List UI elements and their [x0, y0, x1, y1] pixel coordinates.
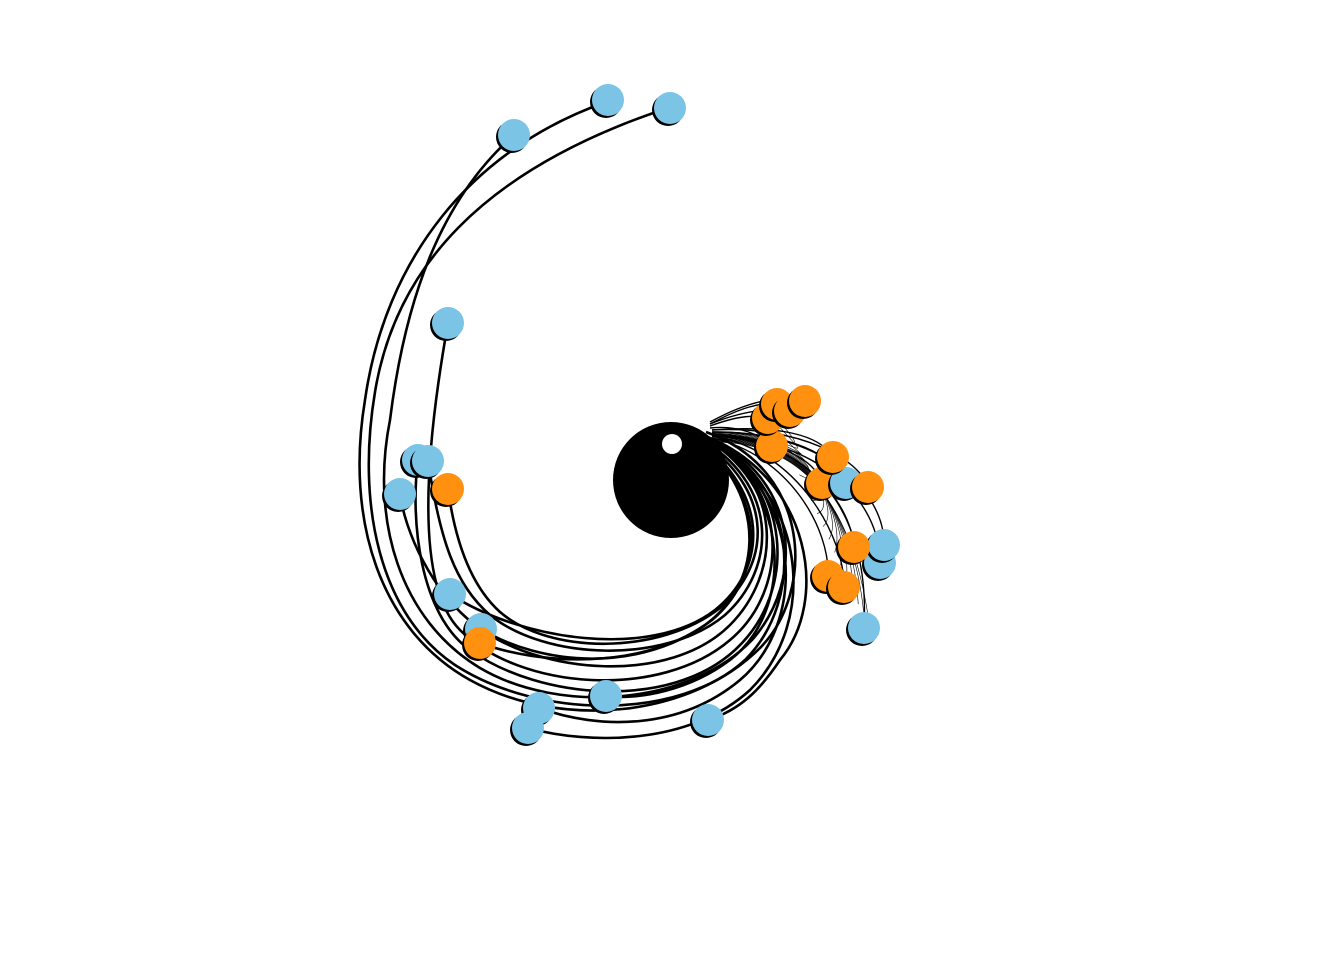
link-line: [367, 106, 786, 707]
node-orange: [430, 473, 464, 507]
link-line: [449, 445, 755, 641]
node-orange: [787, 385, 821, 419]
node-blue: [588, 680, 622, 714]
hub-layer: [613, 422, 729, 538]
links-layer: [358, 100, 885, 740]
link-line: [426, 440, 764, 652]
node-orange: [826, 571, 860, 605]
link-line-thin: [711, 432, 802, 455]
link-line: [382, 134, 788, 699]
link-line: [358, 100, 797, 712]
node-orange: [850, 471, 884, 505]
nodes-layer: [382, 84, 900, 746]
node-blue: [846, 612, 880, 646]
node-blue: [866, 529, 900, 563]
link-line: [446, 442, 759, 646]
node-blue: [410, 445, 444, 479]
node-blue: [652, 92, 686, 126]
link-line: [605, 438, 776, 699]
node-blue: [690, 704, 724, 738]
node-orange: [836, 531, 870, 565]
node-orange: [754, 430, 788, 464]
link-line-thin: [711, 422, 799, 449]
link-line-thin: [711, 441, 871, 631]
node-blue: [430, 307, 464, 341]
link-line: [527, 438, 795, 740]
node-blue: [432, 578, 466, 612]
node-orange: [462, 627, 496, 661]
hub-highlight: [662, 434, 682, 454]
link-line: [398, 438, 768, 668]
link-line: [538, 438, 788, 724]
node-orange: [815, 441, 849, 475]
link-line-thin: [711, 433, 805, 462]
link-line: [414, 436, 779, 693]
link-line: [707, 436, 808, 722]
node-orange: [804, 467, 838, 501]
link-line: [711, 437, 829, 577]
node-blue: [382, 478, 416, 512]
node-blue: [496, 119, 530, 153]
node-blue: [510, 712, 544, 746]
node-blue: [590, 84, 624, 118]
hub-node: [613, 422, 729, 538]
link-line: [479, 445, 751, 661]
